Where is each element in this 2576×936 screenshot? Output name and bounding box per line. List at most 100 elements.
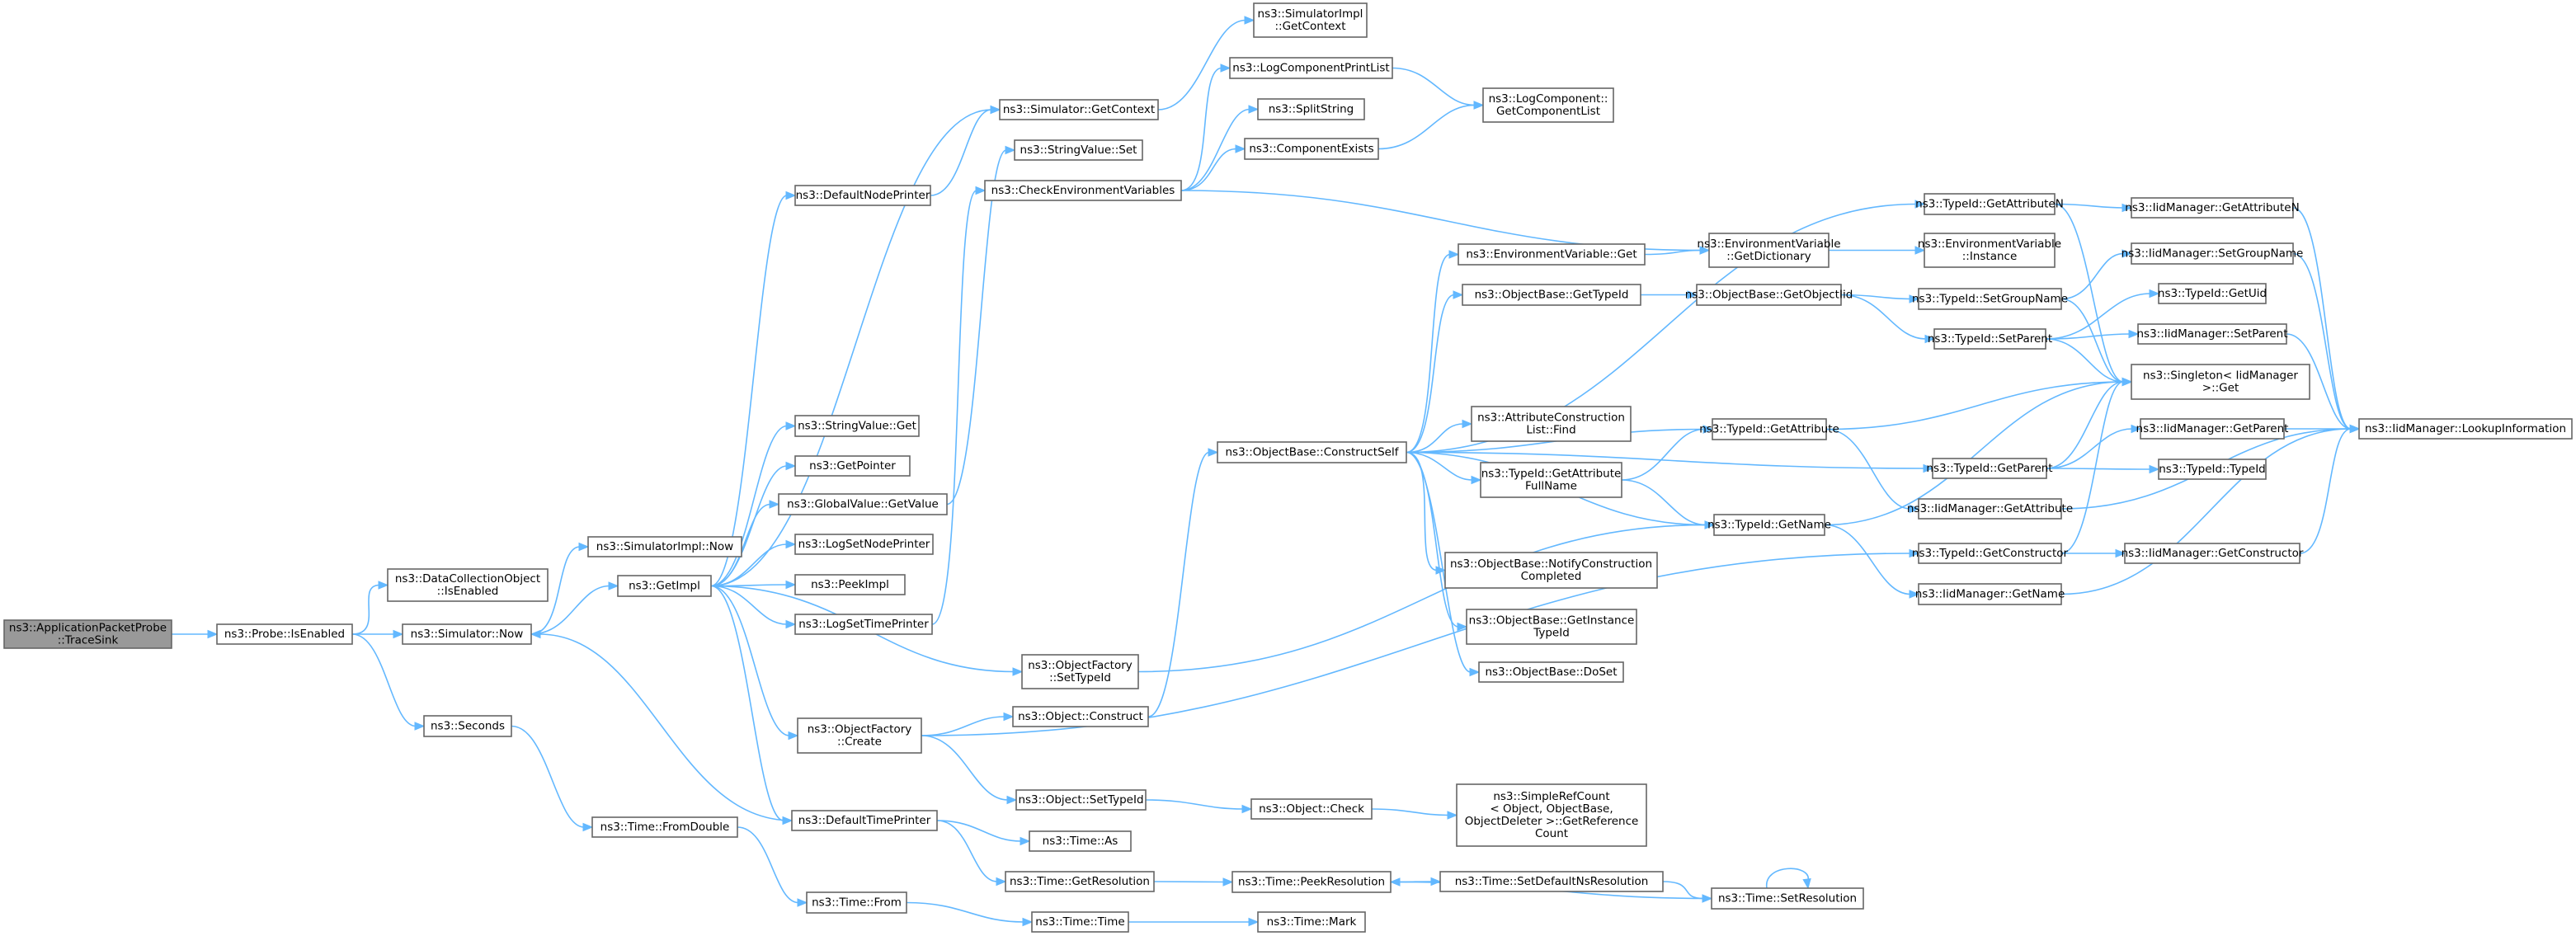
edge-arrowhead (2149, 289, 2160, 299)
edge-line (946, 149, 1007, 506)
node-ns3-typeid-getattributen[interactable]: ns3::TypeId::GetAttributeN (1915, 193, 2064, 215)
node-ns3-time-peekresolution[interactable]: ns3::Time::PeekResolution (1231, 871, 1392, 893)
node-ns3-logsetnodeprinter[interactable]: ns3::LogSetNodePrinter (794, 534, 934, 555)
node-box (1932, 458, 2047, 479)
node-ns3-object-check[interactable]: ns3::Object::Check (1250, 798, 1373, 820)
node-box (794, 455, 911, 477)
node-ns3-singleton-iidmanager-get[interactable]: ns3::Singleton< IidManager >::Get (2131, 364, 2310, 400)
edge-arrowhead (393, 629, 404, 639)
node-ns3-object-construct[interactable]: ns3::Object::Construct (1012, 706, 1149, 727)
node-ns3-logsettimeprinter[interactable]: ns3::LogSetTimePrinter (794, 614, 933, 635)
node-ns3-seconds[interactable]: ns3::Seconds (423, 715, 512, 737)
node-ns3-time-as[interactable]: ns3::Time::As (1029, 830, 1132, 852)
edge-line (936, 820, 1022, 842)
node-ns3-iidmanager-lookupinformation[interactable]: ns3::IidManager::LookupInformation (2358, 418, 2573, 440)
node-ns3-typeid-getuid[interactable]: ns3::TypeId::GetUid (2158, 283, 2267, 304)
node-ns3-time-time[interactable]: ns3::Time::Time (1031, 911, 1129, 933)
node-ns3-getpointer[interactable]: ns3::GetPointer (794, 455, 911, 477)
node-label: ns3::Simulator::GetContext (1003, 103, 1155, 116)
node-ns3-time-mark[interactable]: ns3::Time::Mark (1257, 911, 1366, 933)
node-ns3-objectbase-notifyconstruction-completed[interactable]: ns3::ObjectBase::NotifyConstructionCompl… (1444, 552, 1658, 589)
node-ns3-stringvalue-get[interactable]: ns3::StringValue::Get (794, 415, 920, 437)
node-ns3-simulator-getcontext[interactable]: ns3::Simulator::GetContext (999, 99, 1159, 120)
edge-arrowhead (1923, 463, 1934, 473)
node-ns3-typeid-getname[interactable]: ns3::TypeId::GetName (1707, 514, 1831, 536)
node-ns3-time-setdefaultnsresolution[interactable]: ns3::Time::SetDefaultNsResolution (1439, 871, 1664, 892)
node-label: ns3::Object::SetTypeId (1018, 793, 1143, 807)
node-ns3-simulatorimpl-getcontext[interactable]: ns3::SimulatorImpl::GetContext (1253, 2, 1368, 38)
node-ns3-typeid-setgroupname[interactable]: ns3::TypeId::SetGroupName (1912, 288, 2068, 310)
node-ns3-environmentvariable-getdictionary[interactable]: ns3::EnvironmentVariable::GetDictionary (1697, 233, 1841, 268)
node-label: ns3::IidManager::SetGroupName (2122, 247, 2304, 261)
node-label: ns3::SimpleRefCount (1493, 790, 1609, 803)
node-ns3-typeid-getattribute[interactable]: ns3::TypeId::GetAttribute (1699, 418, 1839, 440)
edge-arrowhead (582, 822, 594, 832)
node-ns3-time-fromdouble[interactable]: ns3::Time::FromDouble (591, 816, 738, 838)
edge-n31-n41 (1406, 451, 1468, 632)
node-label: ns3::DataCollectionObject (395, 572, 540, 586)
node-ns3-typeid-getparent[interactable]: ns3::TypeId::GetParent (1926, 458, 2053, 479)
node-ns3-time-getresolution[interactable]: ns3::Time::GetResolution (1005, 871, 1155, 892)
node-ns3-simulatorimpl-now[interactable]: ns3::SimulatorImpl::Now (587, 536, 742, 557)
node-ns3-typeid-getconstructor[interactable]: ns3::TypeId::GetConstructor (1912, 543, 2069, 564)
node-ns3-time-setresolution[interactable]: ns3::Time::SetResolution (1711, 887, 1864, 910)
node-ns3-simplerefcount-object-objectbase-objectdeleter-getreference-count[interactable]: ns3::SimpleRefCount< Object, ObjectBase,… (1456, 783, 1647, 847)
node-ns3-datacollectionobject-isenabled[interactable]: ns3::DataCollectionObject::IsEnabled (387, 568, 549, 602)
edge-arrowhead (769, 500, 780, 509)
node-ns3-logcomponentprintlist[interactable]: ns3::LogComponentPrintList (1229, 57, 1393, 79)
edge-n57-n65 (2061, 548, 2126, 558)
node-ns3-time-from[interactable]: ns3::Time::From (806, 891, 907, 914)
node-ns3-iidmanager-getname[interactable]: ns3::IidManager::GetName (1915, 583, 2065, 605)
node-ns3-iidmanager-getattributen[interactable]: ns3::IidManager::GetAttributeN (2125, 197, 2300, 219)
node-ns3-stringvalue-set[interactable]: ns3::StringValue::Set (1014, 139, 1143, 161)
node-label: ns3::TypeId::SetGroupName (1912, 293, 2068, 306)
edge-line (710, 503, 771, 587)
node-label: ns3::IidManager::GetConstructor (2122, 547, 2304, 560)
node-label: ::GetContext (1274, 20, 1345, 33)
node-ns3-iidmanager-setparent[interactable]: ns3::IidManager::SetParent (2137, 323, 2288, 345)
node-ns3-probe-isenabled[interactable]: ns3::Probe::IsEnabled (216, 623, 353, 645)
node-ns3-typeid-typeid[interactable]: ns3::TypeId::TypeId (2158, 459, 2267, 480)
node-ns3-splitstring[interactable]: ns3::SplitString (1257, 98, 1365, 120)
node-ns3-globalvalue-getvalue[interactable]: ns3::GlobalValue::GetValue (778, 493, 948, 515)
node-ns3-environmentvariable-instance[interactable]: ns3::EnvironmentVariable::Instance (1918, 233, 2061, 268)
edge-n23-n32 (1145, 799, 1253, 814)
node-ns3-logcomponent-getcomponentlist[interactable]: ns3::LogComponent::GetComponentList (1482, 87, 1614, 123)
edge-arrowhead (1220, 63, 1231, 73)
edge-line (1825, 428, 1911, 510)
node-ns3-iidmanager-setgroupname[interactable]: ns3::IidManager::SetGroupName (2122, 242, 2304, 265)
edge-n20-n28 (1180, 63, 1231, 191)
node-ns3-environmentvariable-get[interactable]: ns3::EnvironmentVariable::Get (1458, 243, 1646, 266)
node-ns3-checkenvironmentvariables[interactable]: ns3::CheckEnvironmentVariables (984, 180, 1182, 201)
node-ns3-objectfactory-create[interactable]: ns3::ObjectFactory::Create (797, 717, 922, 754)
node-box (794, 415, 920, 437)
edge-line (2060, 381, 2124, 554)
node-ns3-defaulttimeprinter[interactable]: ns3::DefaultTimePrinter (791, 810, 938, 831)
node-ns3-objectbase-gettypeid[interactable]: ns3::ObjectBase::GetTypeId (1462, 284, 1641, 306)
node-ns3-objectbase-getobjectiid[interactable]: ns3::ObjectBase::GetObjectIid (1685, 284, 1853, 306)
edge-n51-n59 (2054, 203, 2133, 213)
node-label: ns3::ObjectFactory (1028, 659, 1133, 672)
node-ns3-getimpl[interactable]: ns3::GetImpl (617, 575, 712, 597)
node-ns3-componentexists[interactable]: ns3::ComponentExists (1244, 138, 1379, 160)
edge-n37-n46 (1641, 290, 1698, 299)
node-label: ns3::SimulatorImpl (1258, 7, 1363, 21)
node-ns3-simulator-now[interactable]: ns3::Simulator::Now (402, 623, 532, 645)
node-ns3-iidmanager-getparent[interactable]: ns3::IidManager::GetParent (2136, 418, 2289, 440)
node-ns3-applicationpacketprobe-tracesink[interactable]: ns3::ApplicationPacketProbe::TraceSink (3, 619, 172, 649)
node-ns3-typeid-setparent[interactable]: ns3::TypeId::SetParent (1928, 328, 2052, 350)
node-ns3-peekimpl[interactable]: ns3::PeekImpl (794, 574, 906, 595)
node-ns3-iidmanager-getattribute[interactable]: ns3::IidManager::GetAttribute (1907, 498, 2073, 520)
node-ns3-objectbase-constructself[interactable]: ns3::ObjectBase::ConstructSelf (1217, 441, 1407, 463)
node-ns3-defaultnodeprinter[interactable]: ns3::DefaultNodePrinter (794, 185, 931, 206)
node-ns3-iidmanager-getconstructor[interactable]: ns3::IidManager::GetConstructor (2122, 543, 2304, 564)
node-ns3-objectbase-doset[interactable]: ns3::ObjectBase::DoSet (1478, 661, 1624, 683)
node-ns3-objectfactory-settypeid[interactable]: ns3::ObjectFactory::SetTypeId (1021, 654, 1139, 689)
node-box (794, 185, 931, 206)
edge-line (2060, 428, 2352, 595)
node-ns3-object-settypeid[interactable]: ns3::Object::SetTypeId (1015, 789, 1147, 811)
node-label: ns3::TypeId::GetAttributeN (1915, 198, 2064, 211)
